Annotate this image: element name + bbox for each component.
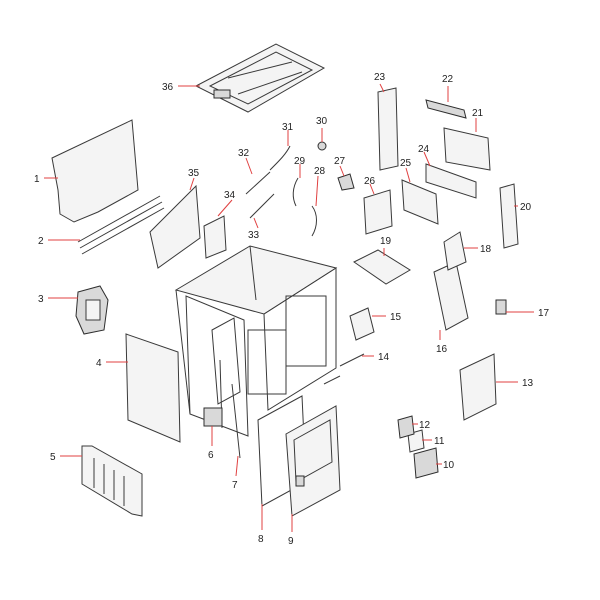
callout-18: 18 — [480, 244, 492, 255]
callout-12: 12 — [419, 420, 431, 431]
callout-24: 24 — [418, 144, 430, 155]
callout-6: 6 — [208, 450, 214, 461]
part-side-panel — [149, 184, 201, 269]
callout-27: 27 — [334, 156, 346, 167]
part-filter — [407, 429, 425, 453]
callout-4: 4 — [96, 358, 102, 369]
callout-28: 28 — [314, 166, 326, 177]
callout-26: 26 — [364, 176, 376, 187]
part-rear-glass — [125, 333, 181, 443]
part-grille-panel — [81, 445, 143, 517]
part-strip-33 — [249, 193, 275, 219]
part-side-console — [433, 261, 469, 331]
callout-15: 15 — [390, 312, 402, 323]
part-hose-28 — [311, 205, 317, 237]
callout-11: 11 — [434, 436, 445, 447]
callout-16: 16 — [436, 344, 448, 355]
part-trim-bracket — [425, 163, 477, 199]
callout-32: 32 — [238, 148, 250, 159]
callout-2: 2 — [38, 236, 44, 247]
part-top-bracket — [425, 99, 467, 119]
part-door-lever — [203, 359, 223, 429]
part-hinge-bracket — [75, 285, 109, 335]
callout-35: 35 — [188, 168, 200, 179]
callout-23: 23 — [374, 72, 386, 83]
part-seal-strips — [77, 195, 165, 255]
part-front-window — [459, 353, 497, 421]
callout-1: 1 — [34, 174, 40, 185]
part-switch — [397, 415, 415, 439]
callout-19: 19 — [380, 236, 392, 247]
callout-30: 30 — [316, 116, 328, 127]
part-cover-26 — [363, 189, 393, 235]
part-rod — [231, 383, 241, 459]
callout-17: 17 — [538, 308, 550, 319]
part-clip — [337, 173, 355, 191]
callout-9: 9 — [288, 536, 294, 547]
part-sensor — [495, 299, 507, 315]
callout-34: 34 — [224, 190, 236, 201]
callout-8: 8 — [258, 534, 264, 545]
part-door — [285, 405, 341, 517]
callout-36: 36 — [162, 82, 174, 93]
callout-31: 31 — [282, 122, 294, 133]
part-cover-right — [443, 231, 467, 271]
part-vent-grille — [413, 447, 439, 479]
part-rear-trim — [401, 179, 439, 225]
part-duct-cover — [203, 215, 227, 259]
callout-33: 33 — [248, 230, 260, 241]
part-fitting — [317, 141, 327, 151]
part-bracket-small — [349, 307, 375, 341]
callout-3: 3 — [38, 294, 44, 305]
callout-20: 20 — [520, 202, 532, 213]
part-strip-32 — [245, 171, 271, 195]
callout-10: 10 — [443, 460, 455, 471]
callout-14: 14 — [378, 352, 390, 363]
part-cab-frame — [174, 245, 338, 437]
part-hose-31 — [269, 145, 291, 171]
part-connector — [323, 353, 365, 385]
callout-layer: 1 2 3 4 5 6 7 8 9 10 11 12 13 14 15 16 1 — [34, 72, 550, 547]
callout-22: 22 — [442, 74, 454, 85]
part-side-glass — [51, 119, 139, 223]
part-roof-panel — [194, 43, 326, 113]
part-pillar-23 — [377, 87, 399, 171]
part-panel-21 — [443, 127, 491, 171]
part-hose-29 — [292, 177, 299, 207]
callout-13: 13 — [522, 378, 534, 389]
callout-5: 5 — [50, 452, 56, 463]
callout-7: 7 — [232, 480, 238, 491]
callout-25: 25 — [400, 158, 412, 169]
callout-21: 21 — [472, 108, 484, 119]
callout-29: 29 — [294, 156, 306, 167]
part-seat-plate — [353, 249, 411, 285]
part-pillar-trim — [499, 183, 519, 249]
